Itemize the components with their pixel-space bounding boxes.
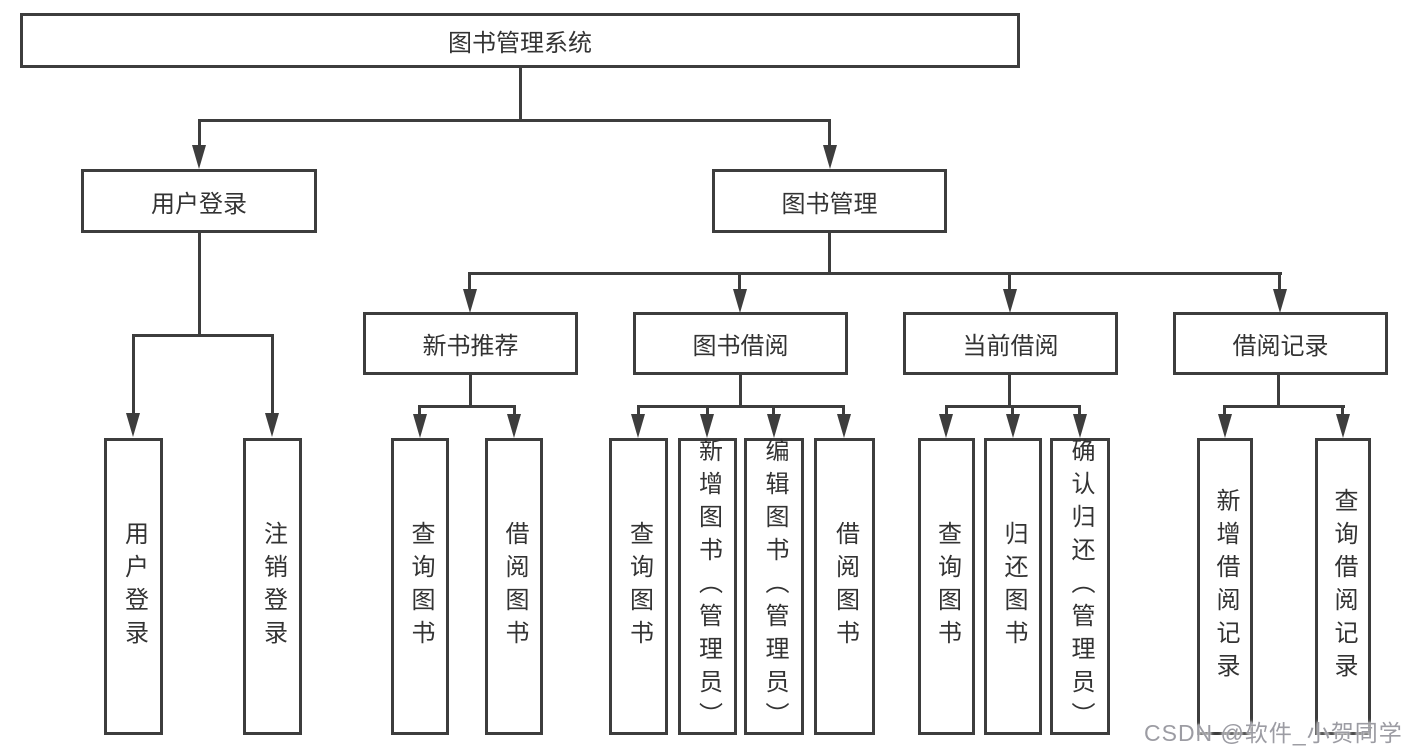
node-book-borrowing: 图书借阅 (633, 312, 848, 375)
leaf-return-books-label: 归还图书 (1000, 520, 1027, 653)
node-current-borrowing: 当前借阅 (903, 312, 1118, 375)
connector-userlogin-stem (198, 233, 201, 337)
connector-root-drop-left (198, 119, 201, 147)
node-root: 图书管理系统 (20, 13, 1020, 68)
connector-root-drop-right (828, 119, 831, 147)
arrowhead-query-books-3 (939, 414, 953, 438)
leaf-borrow-books-1: 借阅图书 (485, 438, 543, 735)
leaf-confirm-return-admin-label: 确认归还（管理员） (1067, 438, 1094, 735)
node-user-login-label: 用户登录 (151, 190, 247, 218)
leaf-query-books-2-label: 查询图书 (625, 520, 653, 653)
leaf-confirm-return-admin: 确认归还（管理员） (1050, 438, 1110, 735)
connector-bookmgmt-drop-4 (1278, 272, 1281, 290)
csdn-watermark: CSDN @软件_小贺同学 (1144, 720, 1403, 746)
node-borrowing-records-label: 借阅记录 (1232, 333, 1329, 360)
connector-bookmgmt-bar (468, 272, 1282, 275)
arrowhead-query-books-2 (631, 414, 645, 438)
leaf-query-books-2: 查询图书 (609, 438, 668, 735)
connector-bookmgmt-drop-2 (738, 272, 741, 290)
connector-userlogin-drop-1 (132, 334, 135, 414)
arrowhead-add-books-admin (700, 414, 714, 438)
leaf-logout: 注销登录 (243, 438, 302, 735)
connector-userlogin-drop-2 (271, 334, 274, 414)
arrowhead-borrow-books-1 (507, 414, 521, 438)
connector-current-drop-1 (945, 405, 948, 416)
connector-borrowing-drop-1 (637, 405, 640, 416)
leaf-borrow-books-2-label: 借阅图书 (831, 520, 859, 653)
node-borrowing-records: 借阅记录 (1173, 312, 1388, 375)
connector-borrowing-stem (739, 375, 742, 407)
arrowhead-book-management (823, 145, 837, 169)
arrowhead-confirm-return (1073, 414, 1087, 438)
arrowhead-borrowing-records (1273, 289, 1287, 313)
arrowhead-query-borrow-record (1336, 414, 1350, 438)
arrowhead-edit-books-admin (767, 414, 781, 438)
connector-userlogin-bar (132, 334, 274, 337)
arrowhead-query-books-1 (413, 414, 427, 438)
arrowhead-user-login (192, 145, 206, 169)
connector-borrowing-drop-4 (842, 405, 845, 416)
arrowhead-return-books (1006, 414, 1020, 438)
node-current-borrowing-label: 当前借阅 (962, 333, 1059, 360)
leaf-query-books-3: 查询图书 (918, 438, 975, 735)
connector-borrowing-bar (637, 405, 845, 408)
connector-records-drop-1 (1223, 405, 1226, 416)
connector-records-bar (1223, 405, 1345, 408)
connector-borrowing-drop-2 (706, 405, 709, 416)
connector-current-drop-3 (1078, 405, 1081, 416)
node-book-management: 图书管理 (712, 169, 947, 233)
connector-newrec-drop-1 (418, 405, 421, 416)
leaf-user-login-label: 用户登录 (120, 520, 148, 653)
node-root-label: 图书管理系统 (448, 30, 592, 57)
leaf-query-borrow-record: 查询借阅记录 (1315, 438, 1371, 735)
arrowhead-current-borrowing (1003, 289, 1017, 313)
connector-newrec-bar (418, 405, 516, 408)
leaf-return-books: 归还图书 (984, 438, 1042, 735)
leaf-borrow-books-1-label: 借阅图书 (501, 520, 528, 653)
node-new-book-recommend-label: 新书推荐 (422, 333, 519, 360)
connector-records-drop-2 (1341, 405, 1344, 416)
node-new-book-recommend: 新书推荐 (363, 312, 578, 375)
leaf-query-borrow-record-label: 查询借阅记录 (1330, 487, 1357, 686)
arrowhead-leaf-logout (265, 413, 279, 437)
connector-records-stem (1277, 375, 1280, 407)
leaf-edit-books-admin: 编辑图书（管理员） (744, 438, 804, 735)
node-user-login: 用户登录 (81, 169, 317, 233)
leaf-query-books-1: 查询图书 (391, 438, 449, 735)
connector-bookmgmt-drop-1 (468, 272, 471, 290)
connector-current-drop-2 (1011, 405, 1014, 416)
leaf-add-borrow-record: 新增借阅记录 (1197, 438, 1253, 735)
leaf-add-borrow-record-label: 新增借阅记录 (1212, 487, 1239, 686)
connector-newrec-stem (469, 375, 472, 407)
node-book-management-label: 图书管理 (781, 190, 878, 218)
arrowhead-add-borrow-record (1218, 414, 1232, 438)
leaf-borrow-books-2: 借阅图书 (814, 438, 875, 735)
connector-bookmgmt-drop-3 (1008, 272, 1011, 290)
leaf-edit-books-admin-label: 编辑图书（管理员） (761, 438, 788, 735)
arrowhead-borrow-books-2 (837, 414, 851, 438)
node-book-borrowing-label: 图书借阅 (692, 333, 789, 360)
leaf-query-books-1-label: 查询图书 (407, 520, 434, 653)
connector-root-bar (198, 119, 831, 122)
connector-newrec-drop-2 (513, 405, 516, 416)
arrowhead-new-book-recommend (463, 289, 477, 313)
arrowhead-leaf-user-login (126, 413, 140, 437)
leaf-user-login: 用户登录 (104, 438, 163, 735)
connector-borrowing-drop-3 (772, 405, 775, 416)
connector-current-stem (1008, 375, 1011, 407)
leaf-add-books-admin-label: 新增图书（管理员） (694, 438, 722, 735)
leaf-add-books-admin: 新增图书（管理员） (678, 438, 737, 735)
leaf-query-books-3-label: 查询图书 (933, 520, 961, 653)
connector-bookmgmt-stem (828, 233, 831, 274)
leaf-logout-label: 注销登录 (259, 520, 287, 653)
arrowhead-book-borrowing (733, 289, 747, 313)
connector-root-stem (519, 66, 522, 122)
